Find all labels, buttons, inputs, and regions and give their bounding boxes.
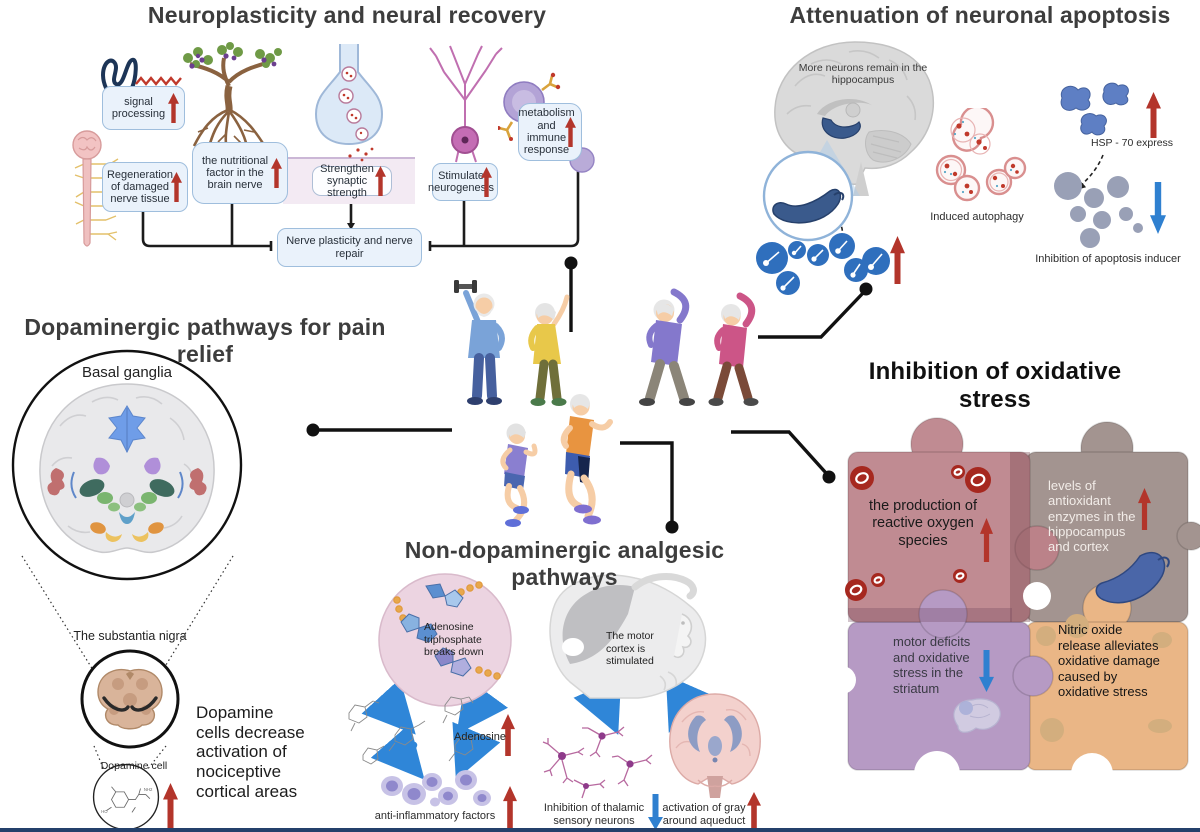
ros-piece-label: the production of reactive oxygen specie… [868, 498, 978, 549]
man-dumbbell [454, 280, 505, 405]
dopamine-cell-icon: NH2 HO [92, 763, 160, 831]
neurogenesis-label: Stimulate neurogenesis [427, 169, 495, 194]
dopaminergic-title: Dopaminergic pathways for pain relief [24, 314, 386, 367]
substantia-nigra-label: The substantia nigra [73, 629, 187, 643]
apoptosis-inhibition-label: Inhibition of apoptosis inducer [1035, 253, 1181, 265]
oxidative-title: Inhibition of oxidative stress [868, 358, 1122, 413]
atp-breakdown-icon [378, 573, 512, 707]
thalamic-label: Inhibition of thalamic sensory neurons [543, 802, 645, 827]
atp-label: Adenosine triphosphate breaks down [424, 621, 484, 659]
anti-inflammatory-label: anti-inflammatory factors [374, 810, 496, 822]
tree-roots-icon [183, 42, 282, 157]
synapse-icon [314, 44, 384, 162]
svg-text:HO: HO [101, 809, 108, 814]
exercising-people-illustration [454, 280, 759, 527]
motor-deficits-piece-label: motor deficits and oxidative stress in t… [893, 634, 971, 696]
thalamic-neurons-icon [542, 726, 653, 799]
woman-pink [708, 292, 759, 406]
anti-inflammatory-cells-icon [381, 770, 491, 807]
nerve-plasticity-label: Nerve plasticity and nerve repair [286, 235, 413, 260]
nutritional-factor-box: the nutritional factor in the brain nerv… [192, 142, 288, 204]
up-arrow-icon [271, 158, 282, 188]
neurogenesis-box: Stimulate neurogenesis [428, 163, 498, 201]
woman-yellow [528, 294, 570, 406]
motor-cortex-icon [549, 572, 707, 699]
neuroplasticity-title: Neuroplasticity and neural recovery [147, 2, 547, 28]
puzzle-pieces-illustration [840, 417, 1200, 778]
basal-ganglia-label: Basal ganglia [81, 364, 173, 381]
adenosine-label: Adenosine [454, 731, 506, 743]
apoptosis-title: Attenuation of neuronal apoptosis [789, 2, 1171, 28]
immune-cell-icon [498, 72, 595, 173]
signal-processing-box: signal processing [102, 86, 185, 130]
up-arrow-icon [168, 93, 179, 123]
man-purple [639, 288, 695, 406]
jogger-woman [500, 423, 538, 527]
regeneration-label: Regeneration of damaged nerve tissue [106, 168, 174, 206]
hippocampus-note: More neurons remain in the hippocampus [798, 62, 928, 87]
up-arrow-icon [481, 167, 492, 197]
brain-spinal-cord-icon [72, 130, 122, 247]
up-arrow-icon [171, 172, 182, 202]
motor-cortex-label: The motor cortex is stimulated [606, 630, 654, 668]
apoptosis-inducer-blobs-icon [1054, 172, 1143, 248]
nutritional-factor-label: the nutritional factor in the brain nerv… [201, 154, 269, 192]
aqueduct-label: activation of gray around aqueduct [662, 802, 746, 827]
up-arrow-icon [375, 166, 386, 196]
autophagy-label: Induced autophagy [930, 211, 1024, 223]
hippocampus-zoom-icon [762, 150, 854, 242]
dopaminergic-caption: Dopamine cells decrease activation of no… [196, 703, 305, 801]
jogger-man [560, 394, 613, 525]
hsp70-label: HSP - 70 express [1090, 137, 1174, 149]
nerve-plasticity-summary-box: Nerve plasticity and nerve repair [277, 228, 422, 267]
figure-bottom-border [0, 828, 1200, 832]
aqueduct-brain-icon [669, 693, 761, 798]
neuron-cells-cluster-icon [756, 233, 890, 295]
non-dopaminergic-title: Non-dopaminergic analgesic pathways [404, 537, 725, 590]
neuron-icon [429, 45, 503, 163]
synaptic-strength-label: Strengthen synaptic strength [320, 162, 374, 200]
up-arrow-icon [565, 117, 576, 147]
metabolism-label: metabolism and immune response [518, 107, 575, 157]
metabolism-box: metabolism and immune response [518, 103, 582, 161]
synaptic-strength-box: Strengthen synaptic strength [312, 163, 392, 199]
nitric-oxide-piece-label: Nitric oxide release alleviates oxidativ… [1058, 622, 1160, 700]
dopamine-cell-label: Dopamine cell [100, 760, 168, 772]
hsp70-proteins-icon [1060, 82, 1129, 136]
signal-processing-label: signal processing [111, 95, 166, 120]
antioxidant-piece-label: levels of antioxidant enzymes in the hip… [1048, 478, 1136, 555]
autophagy-cells-icon [935, 108, 1027, 202]
svg-text:NH2: NH2 [144, 787, 153, 792]
substantia-nigra-icon [80, 649, 180, 749]
basal-ganglia-icon [11, 349, 243, 581]
regeneration-box: Regeneration of damaged nerve tissue [102, 162, 188, 212]
hippocampus-shape [1095, 551, 1166, 604]
